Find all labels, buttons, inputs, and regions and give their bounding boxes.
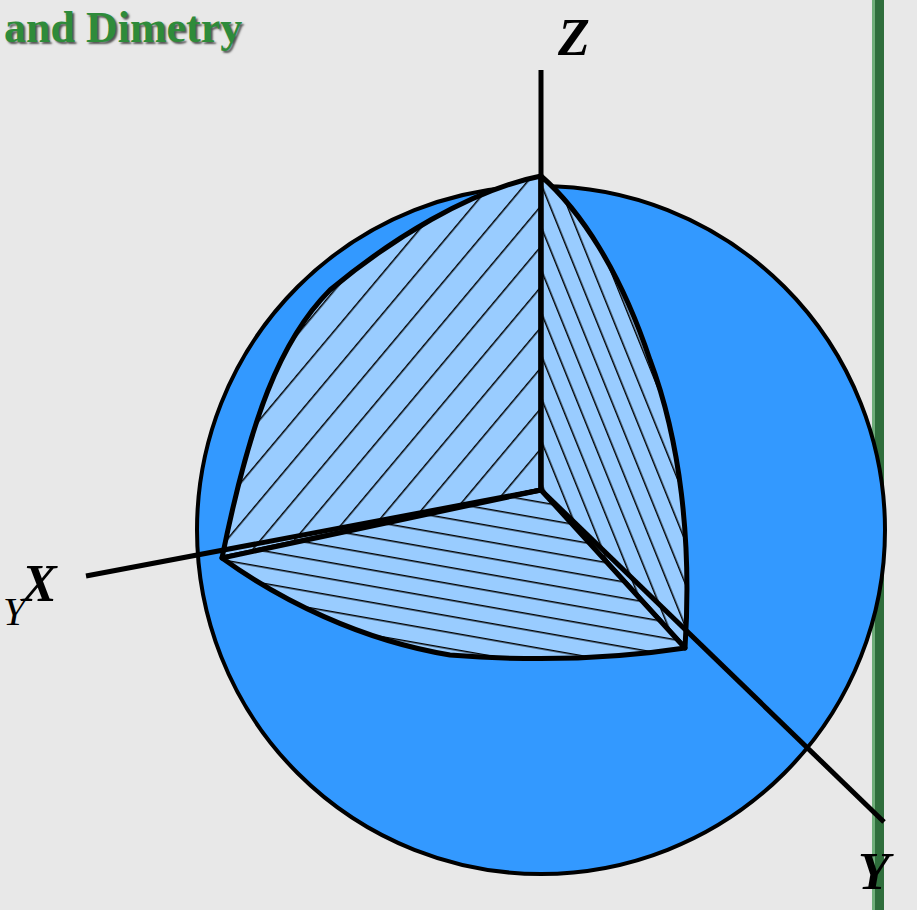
- side-text: Y: [3, 592, 25, 632]
- slide-title: and Dimetry: [4, 6, 242, 50]
- axis-label: Z: [558, 12, 590, 64]
- z-axis: [539, 70, 544, 490]
- axis-label: X: [22, 558, 57, 610]
- y-axis: [541, 490, 884, 822]
- cut-face: [222, 490, 685, 659]
- x-axis: [86, 490, 541, 576]
- axis-label: Y: [858, 846, 890, 898]
